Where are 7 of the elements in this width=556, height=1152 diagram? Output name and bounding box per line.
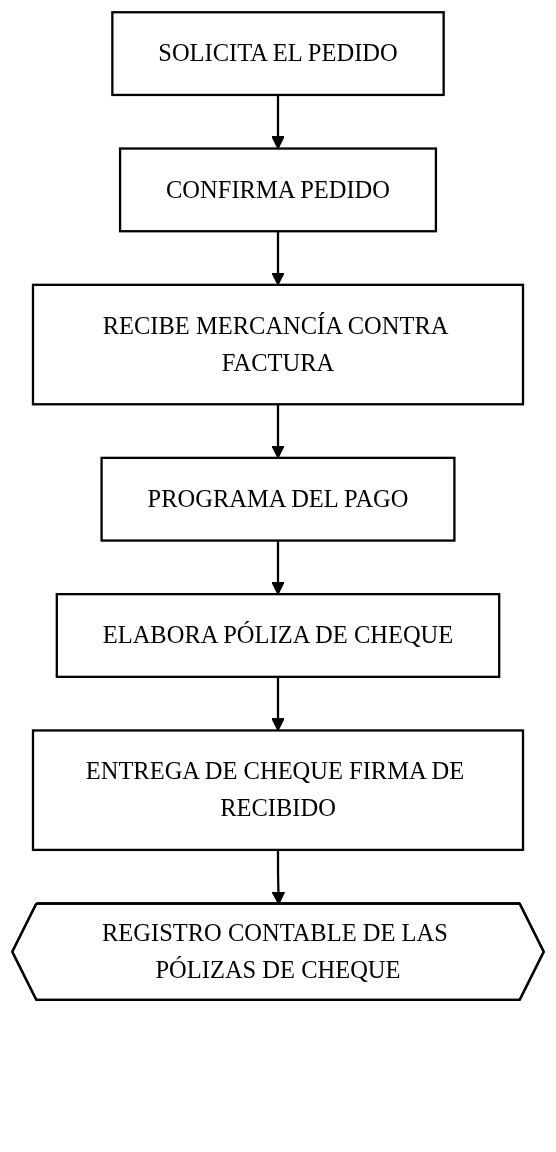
arrow [271,540,285,595]
node-box: ELABORA PÓLIZA DE CHEQUE [55,593,501,678]
node-box: RECIBE MERCANCÍA CONTRA FACTURA [31,283,525,406]
node-box: SOLICITA EL PEDIDO [111,11,445,97]
node-box: CONFIRMA PEDIDO [118,147,438,233]
node-box: PROGRAMA DEL PAGO [100,456,456,542]
node-box: ENTREGA DE CHEQUE FIRMA DE RECIBIDO [31,729,525,852]
